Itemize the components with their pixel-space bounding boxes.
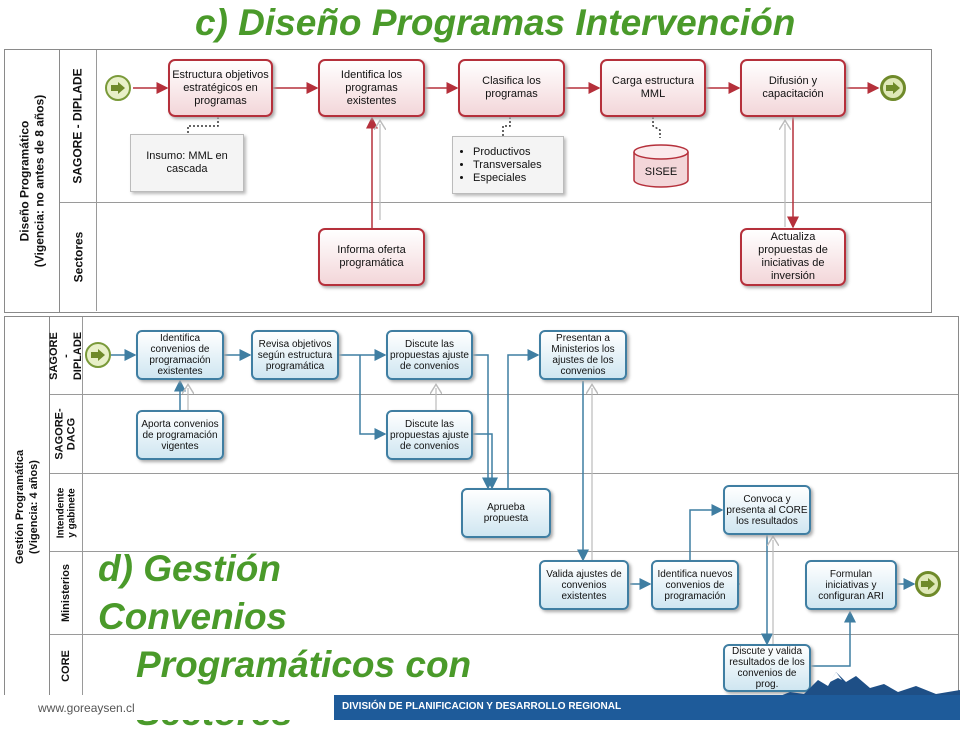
task-actualiza-propuestas[interactable]: Actualiza propuestas de iniciativas de i…	[740, 228, 846, 286]
task-convoca-core[interactable]: Convoca y presenta al CORE los resultado…	[723, 485, 811, 535]
tipo-item: Transversales	[473, 159, 542, 172]
lane-d-core-label: CORE	[60, 650, 72, 682]
lane-c-sagore-label: SAGORE - DIPLADE	[60, 50, 97, 202]
task-formulan-iniciativas[interactable]: Formulan iniciativas y configuran ARI	[805, 560, 897, 610]
tipo-item: Productivos	[473, 146, 542, 159]
lane-d-sagore-dacg-label: SAGORE- DACG	[54, 408, 78, 460]
pool-c-label-line2: (Vigencia: no antes de 8 años)	[32, 94, 46, 268]
task-revisa-objetivos[interactable]: Revisa objetivos según estructura progra…	[251, 330, 339, 380]
section-d-title-line2: Programáticos con	[136, 644, 472, 685]
start-event-c	[105, 75, 131, 101]
lane-c-sagore: SAGORE - DIPLADE	[60, 50, 931, 203]
lane-c-sectores-label: Sectores	[60, 203, 97, 311]
lane-c-sectores: Sectores	[60, 203, 931, 311]
database-cylinder-icon	[633, 144, 689, 188]
task-aporta-convenios[interactable]: Aporta convenios de programación vigente…	[136, 410, 224, 460]
footer-left: www.goreaysen.cl	[0, 695, 334, 720]
lane-d-ministerios-label: Ministerios	[60, 563, 73, 623]
task-aprueba-propuesta[interactable]: Aprueba propuesta	[461, 488, 551, 538]
arrow-right-icon	[111, 82, 125, 94]
note-insumo-mml: Insumo: MML en cascada	[130, 134, 244, 192]
footer-url-link[interactable]: www.goreaysen.cl	[38, 701, 135, 715]
lane-d-core: CORE	[50, 635, 958, 697]
task-informa-oferta[interactable]: Informa oferta programática	[318, 228, 425, 286]
footer-division-text: DIVISIÓN DE PLANIFICACION Y DESARROLLO R…	[342, 701, 622, 712]
footer-right: DIVISIÓN DE PLANIFICACION Y DESARROLLO R…	[334, 695, 960, 720]
pool-d-label-line1: Gestión Programática	[14, 449, 27, 565]
task-identifica-convenios[interactable]: Identifica convenios de programación exi…	[136, 330, 224, 380]
start-event-d	[85, 342, 111, 368]
lane-d-intendente: Intendente y gabinete	[50, 474, 958, 552]
note-tipos-programas: Productivos Transversales Especiales	[452, 136, 564, 194]
pool-d-label-line2: (Vigencia: 4 años)	[28, 460, 41, 554]
task-identifica-programas[interactable]: Identifica los programas existentes	[318, 59, 425, 117]
arrow-right-icon	[921, 578, 935, 590]
task-difusion-capacitacion[interactable]: Difusión y capacitación	[740, 59, 846, 117]
task-estructura-objetivos[interactable]: Estructura objetivos estratégicos en pro…	[168, 59, 273, 117]
lane-d-intendente-label: Intendente y gabinete	[55, 487, 77, 538]
mountain-logo-icon	[770, 672, 960, 700]
lane-d-ministerios: Ministerios	[50, 552, 958, 635]
task-carga-estructura-mml[interactable]: Carga estructura MML	[600, 59, 706, 117]
pool-c-label-line1: Diseño Programático	[17, 120, 31, 242]
tipo-item: Especiales	[473, 172, 542, 185]
pool-c-label: Diseño Programático (Vigencia: no antes …	[5, 50, 60, 312]
task-discute-propuestas-dacg[interactable]: Discute las propuestas ajuste de conveni…	[386, 410, 473, 460]
lane-d-sagore-diplade-label: SAGORE - DIPLADE	[48, 331, 84, 380]
task-clasifica-programas[interactable]: Clasifica los programas	[458, 59, 565, 117]
pool-d-label: Gestión Programática (Vigencia: 4 años)	[5, 317, 50, 697]
task-discute-valida-resultados[interactable]: Discute y valida resultados de los conve…	[723, 644, 811, 692]
lane-d-sagore-diplade: SAGORE - DIPLADE	[48, 317, 958, 395]
arrow-right-icon	[886, 82, 900, 94]
arrow-right-icon	[91, 349, 105, 361]
lane-d-sagore-dacg: SAGORE- DACG	[50, 395, 958, 474]
task-discute-propuestas-diplade[interactable]: Discute las propuestas ajuste de conveni…	[386, 330, 473, 380]
footer-bar: www.goreaysen.cl DIVISIÓN DE PLANIFICACI…	[0, 695, 960, 720]
task-valida-ajustes[interactable]: Valida ajustes de convenios existentes	[539, 560, 629, 610]
task-identifica-nuevos-convenios[interactable]: Identifica nuevos convenios de programac…	[651, 560, 739, 610]
task-presentan-ministerios[interactable]: Presentan a Ministerios los ajustes de l…	[539, 330, 627, 380]
end-event-c	[880, 75, 906, 101]
section-d-title-line1: d) Gestión Convenios	[98, 548, 288, 637]
datastore-sisee-label: SISEE	[644, 166, 678, 178]
end-event-d	[915, 571, 941, 597]
section-c-title: c) Diseño Programas Intervención	[195, 2, 796, 43]
tipos-list: Productivos Transversales Especiales	[459, 146, 542, 185]
